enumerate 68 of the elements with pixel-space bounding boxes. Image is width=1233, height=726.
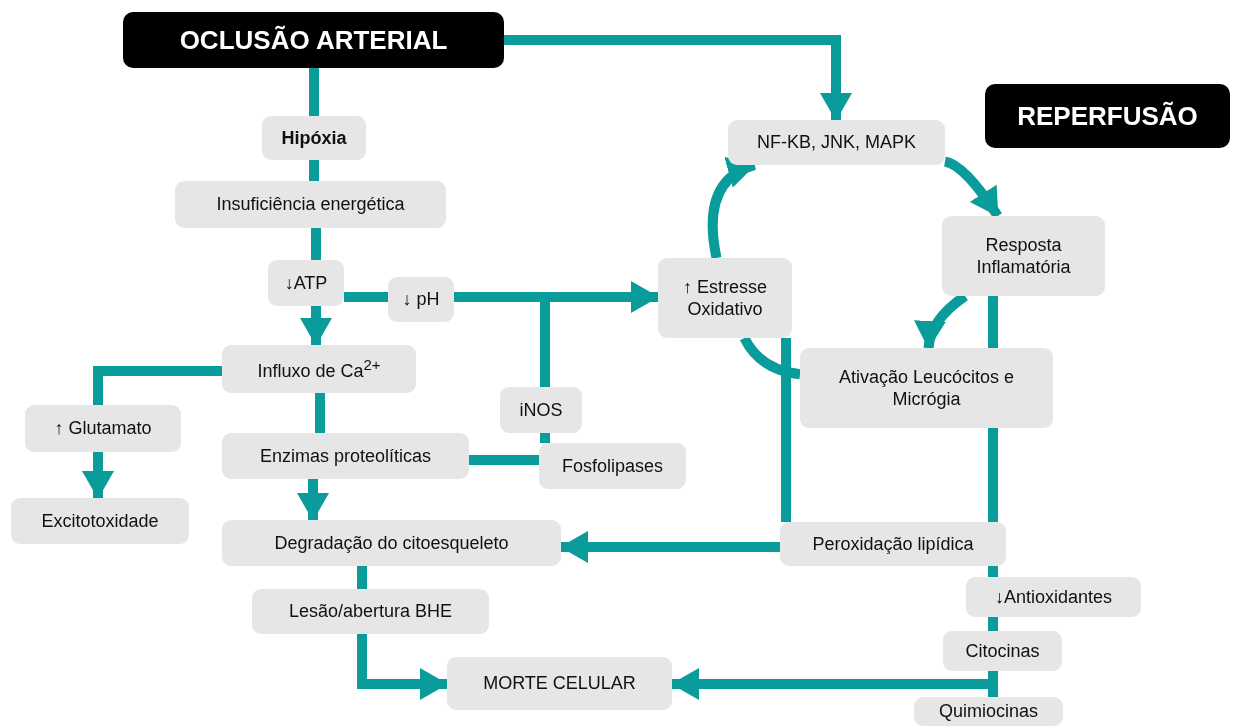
process-box <box>942 216 1105 296</box>
connector-line <box>344 292 388 302</box>
process-box <box>658 258 792 338</box>
heading-box <box>985 84 1230 148</box>
arrow <box>357 634 448 700</box>
node-label: Resposta Inflamatória <box>975 233 1072 279</box>
process-box <box>728 120 945 165</box>
process-box <box>966 577 1141 617</box>
connector-line <box>315 393 325 433</box>
node-label: Degradação do citoesqueleto <box>274 531 509 555</box>
node-label: OCLUSÃO ARTERIAL <box>179 23 448 57</box>
node-label: Hipóxia <box>281 126 347 150</box>
process-box <box>388 277 454 322</box>
process-box <box>25 405 181 452</box>
arrow <box>560 531 780 563</box>
process-box <box>500 387 582 433</box>
process-box <box>943 631 1062 671</box>
process-box <box>447 657 672 710</box>
process-box <box>780 522 1006 566</box>
connector-line <box>781 338 791 522</box>
node-label: ↓ pH <box>402 288 440 311</box>
node-label: Enzimas proteolíticas <box>259 444 432 468</box>
node-label: Insuficiência energética <box>216 193 405 216</box>
connector-line <box>540 433 550 443</box>
connector-line <box>988 566 998 577</box>
connector-line <box>357 566 367 589</box>
node-label: Fosfolipases <box>561 454 664 478</box>
node-label: Excitotoxidade <box>41 509 159 533</box>
node-label: ↓ATP <box>284 271 328 295</box>
node-label: NF-KB, JNK, MAPK <box>757 131 916 154</box>
arrow <box>297 479 329 521</box>
node-label: Lesão/abertura BHE <box>288 600 453 623</box>
process-box <box>222 345 416 393</box>
node-label: iNOS <box>519 398 563 422</box>
node-label: MORTE CELULAR <box>483 672 636 695</box>
connector-line <box>988 296 998 348</box>
arrow <box>707 158 757 259</box>
process-box <box>175 181 446 228</box>
node-label: ↑ Glutamato <box>54 417 152 440</box>
process-box <box>262 116 366 160</box>
process-box <box>914 697 1063 726</box>
arrow <box>300 306 332 346</box>
arrow <box>504 35 852 121</box>
process-box <box>222 433 469 479</box>
connector-line <box>311 228 321 260</box>
process-box <box>800 348 1053 428</box>
node-label: Citocinas <box>965 639 1040 663</box>
connector-line <box>309 68 319 116</box>
node-label: REPERFUSÃO <box>1017 99 1198 133</box>
process-box <box>539 443 686 489</box>
connector-line <box>469 455 539 465</box>
node-label: Quimiocinas <box>938 700 1038 723</box>
node-label: Ativação Leucócitos e Micrógia <box>837 365 1016 411</box>
connector-line <box>988 428 998 522</box>
node-label: Peroxidação lipídica <box>812 532 974 556</box>
heading-box <box>123 12 504 68</box>
node-label: Influxo de Ca$^{2+}$ <box>257 355 381 383</box>
connector-line <box>309 160 319 181</box>
connector-line <box>740 335 801 380</box>
arrow <box>82 452 114 499</box>
process-box <box>252 589 489 634</box>
process-box <box>268 260 344 306</box>
arrow <box>943 156 1002 219</box>
process-box <box>222 520 561 566</box>
connector-line <box>988 617 998 631</box>
node-label: ↑ Estresse Oxidativo <box>682 275 768 321</box>
process-box <box>11 498 189 544</box>
node-label: ↓Antioxidantes <box>994 585 1113 609</box>
